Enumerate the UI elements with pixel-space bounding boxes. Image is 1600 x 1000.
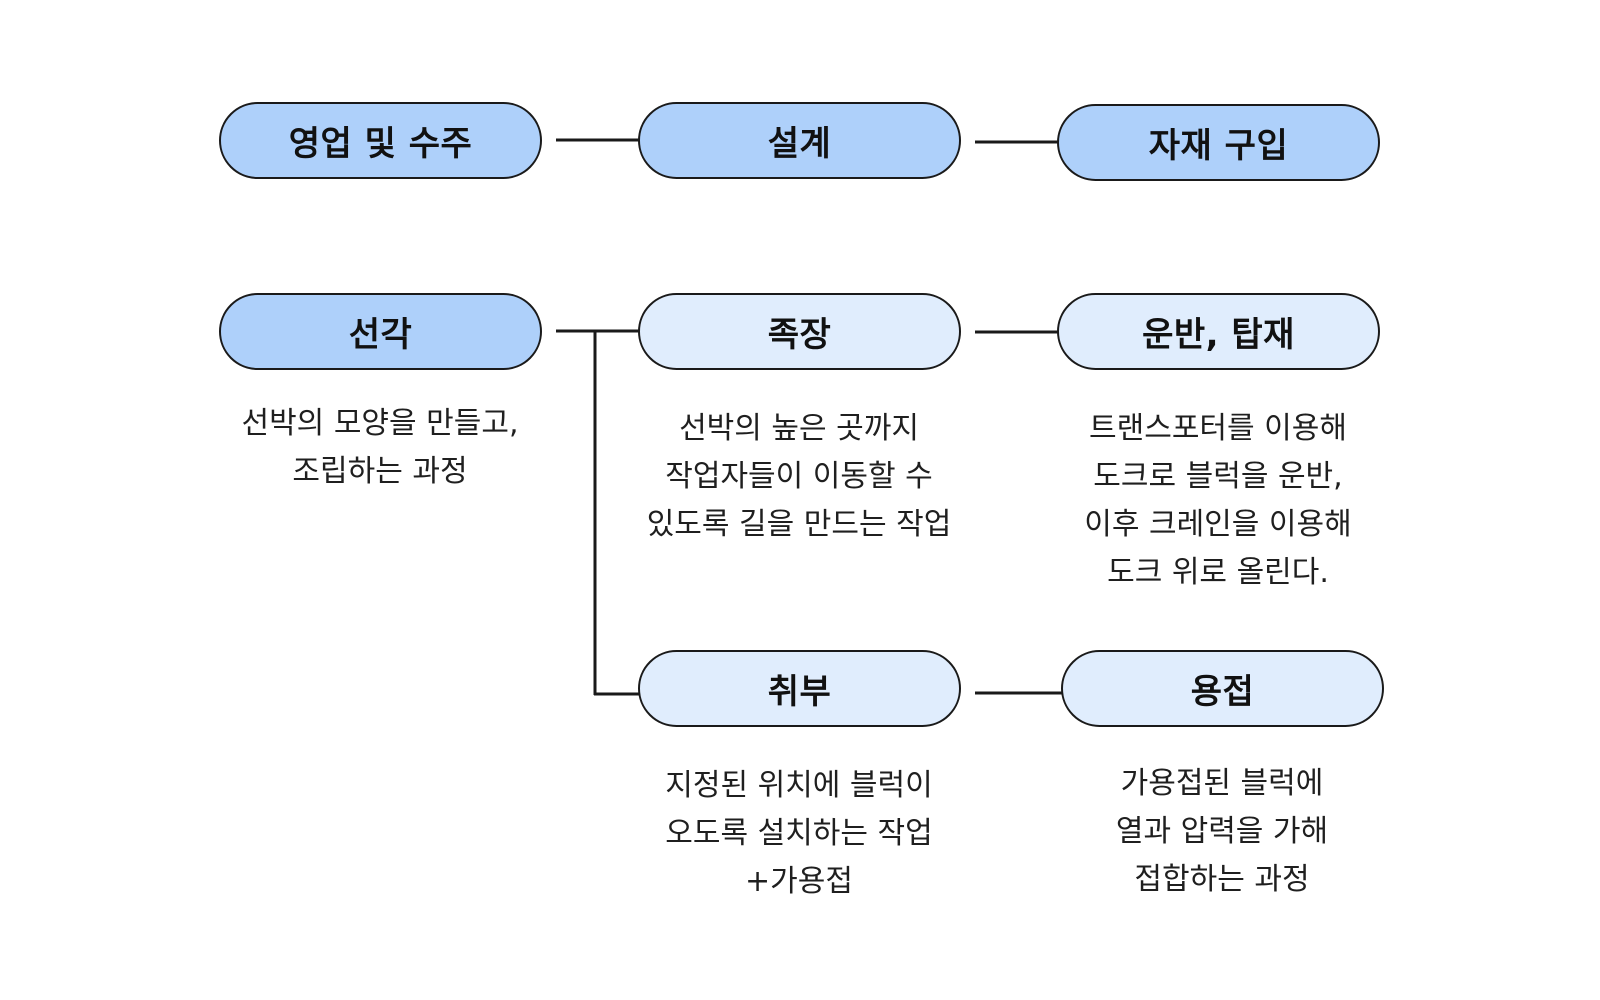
node-design-label: 설계 xyxy=(767,124,832,164)
node-fitting: 취부 xyxy=(638,650,961,727)
node-fitting-label: 취부 xyxy=(767,672,832,712)
node-welding: 용접 xyxy=(1061,650,1384,727)
node-transport-label: 운반, 탑재 xyxy=(1142,315,1295,355)
description-fitting: 지정된 위치에 블럭이 오도록 설치하는 작업 +가용접 xyxy=(665,768,933,899)
node-cutting-label: 선각 xyxy=(348,315,413,355)
node-sales-label: 영업 및 수주 xyxy=(288,124,473,164)
node-hull-cutting: 선각 xyxy=(219,293,542,370)
node-transport-loading: 운반, 탑재 xyxy=(1057,293,1380,370)
description-transport-loading: 트랜스포터를 이용해 도크로 블럭을 운반, 이후 크레인을 이용해 도크 위로… xyxy=(1084,411,1352,590)
node-design: 설계 xyxy=(638,102,961,179)
description-scaffolding: 선박의 높은 곳까지 작업자들이 이동할 수 있도록 길을 만드는 작업 xyxy=(646,411,952,542)
node-material-purchase: 자재 구입 xyxy=(1057,104,1380,181)
node-welding-label: 용접 xyxy=(1190,672,1255,712)
node-purchase-label: 자재 구입 xyxy=(1148,126,1289,166)
node-scaffolding: 족장 xyxy=(638,293,961,370)
node-scaffold-label: 족장 xyxy=(767,315,832,355)
node-sales-and-orders: 영업 및 수주 xyxy=(219,102,542,179)
description-hull-cutting: 선박의 모양을 만들고, 조립하는 과정 xyxy=(241,406,519,489)
description-welding: 가용접된 블럭에 열과 압력을 가해 접합하는 과정 xyxy=(1115,766,1329,897)
